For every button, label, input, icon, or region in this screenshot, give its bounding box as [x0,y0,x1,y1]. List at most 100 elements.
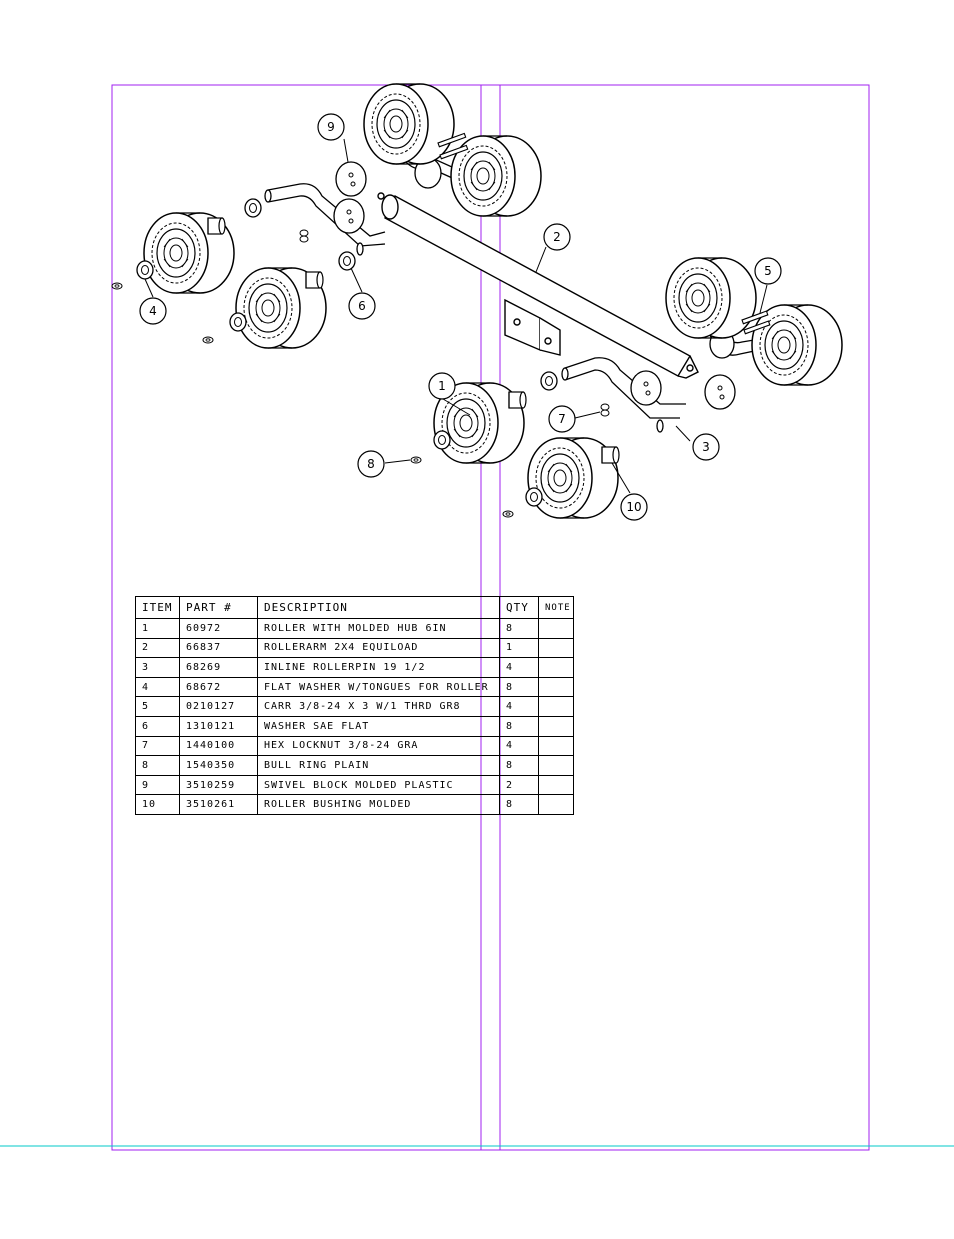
cell-description: CARR 3/8-24 X 3 W/1 THRD GR8 [257,696,500,717]
cell-qty: 2 [499,774,539,796]
bull-ring-1 [111,282,123,290]
cell-description: SWIVEL BLOCK MOLDED PLASTIC [257,774,500,796]
cell-item: 7 [135,735,180,757]
cell-description: ROLLER WITH MOLDED HUB 6IN [257,618,500,639]
cell-note [538,657,574,678]
balloon-4: 4 [139,297,167,325]
cell-item: 1 [135,618,180,639]
cell-qty: 8 [499,755,539,776]
cell-description: ROLLER BUSHING MOLDED [257,794,500,815]
header-item: ITEM [135,596,180,619]
cell-note [538,794,574,815]
svg-text:10: 10 [626,500,641,514]
roller-5 [665,257,757,339]
balloon-2: 2 [543,223,571,251]
cell-item: 2 [135,637,180,659]
cell-part: 1440100 [179,735,258,757]
cell-item: 5 [135,696,180,717]
cell-qty: 4 [499,657,539,678]
cell-note [538,715,574,737]
washer-4 [229,312,247,332]
cell-note [538,774,574,796]
header-note: NOTE [538,596,574,619]
header-description: DESCRIPTION [257,596,500,619]
item-balloons: 1 2 3 4 5 6 7 8 9 10 [139,113,782,521]
washer-2 [338,251,356,271]
cell-note [538,618,574,639]
cell-item: 8 [135,755,180,776]
bull-ring-2 [202,336,214,344]
svg-text:2: 2 [553,230,561,244]
balloon-8: 8 [357,450,385,478]
washer-7 [525,487,543,507]
svg-text:1: 1 [438,379,446,393]
swivel-block-3 [630,370,662,406]
swivel-block-4 [704,374,736,410]
swivel-block-2 [333,198,365,234]
cell-part: 60972 [179,618,258,639]
svg-text:7: 7 [558,412,566,426]
cell-item: 10 [135,794,180,815]
frame-border [111,84,870,1151]
swivel-block-1 [335,161,367,197]
header-qty: QTY [499,596,539,619]
bushing-4 [601,446,620,464]
roller-arm-part [377,192,699,379]
cell-part: 3510259 [179,774,258,796]
cell-part: 66837 [179,637,258,659]
cell-qty: 1 [499,637,539,659]
svg-text:6: 6 [358,299,366,313]
cell-part: 68269 [179,657,258,678]
cell-note [538,637,574,659]
cell-description: HEX LOCKNUT 3/8-24 GRA [257,735,500,757]
svg-text:3: 3 [702,440,710,454]
cell-part: 3510261 [179,794,258,815]
cell-part: 1310121 [179,715,258,737]
balloon-10: 10 [620,493,648,521]
cell-qty: 8 [499,618,539,639]
bushing-2 [305,271,324,289]
svg-text:4: 4 [149,304,157,318]
cell-note [538,676,574,698]
cell-qty: 8 [499,715,539,737]
svg-text:8: 8 [367,457,375,471]
cell-item: 3 [135,657,180,678]
bull-ring-3 [410,456,422,464]
washer-5 [540,371,558,391]
cell-item: 4 [135,676,180,698]
balloon-7: 7 [548,405,576,433]
cell-description: BULL RING PLAIN [257,755,500,776]
leader-lines [144,138,768,494]
balloon-9: 9 [317,113,345,141]
cell-qty: 8 [499,676,539,698]
carriage-bolts [437,132,771,335]
bushing-1 [207,217,226,235]
roller-3 [363,83,455,165]
washer-3 [136,260,154,280]
locknut-1 [299,229,309,243]
header-part-number: PART # [179,596,258,619]
cell-description: ROLLERARM 2X4 EQUILOAD [257,637,500,659]
balloon-5: 5 [754,257,782,285]
svg-text:5: 5 [764,264,772,278]
bushing-3 [508,391,527,409]
cell-note [538,696,574,717]
cell-qty: 4 [499,696,539,717]
cell-part: 68672 [179,676,258,698]
locknut-2 [600,403,610,417]
bull-ring-4 [502,510,514,518]
cell-qty: 8 [499,794,539,815]
washer-1 [244,198,262,218]
roller-6 [751,304,843,386]
balloon-6: 6 [348,292,376,320]
balloon-1: 1 [428,372,456,400]
